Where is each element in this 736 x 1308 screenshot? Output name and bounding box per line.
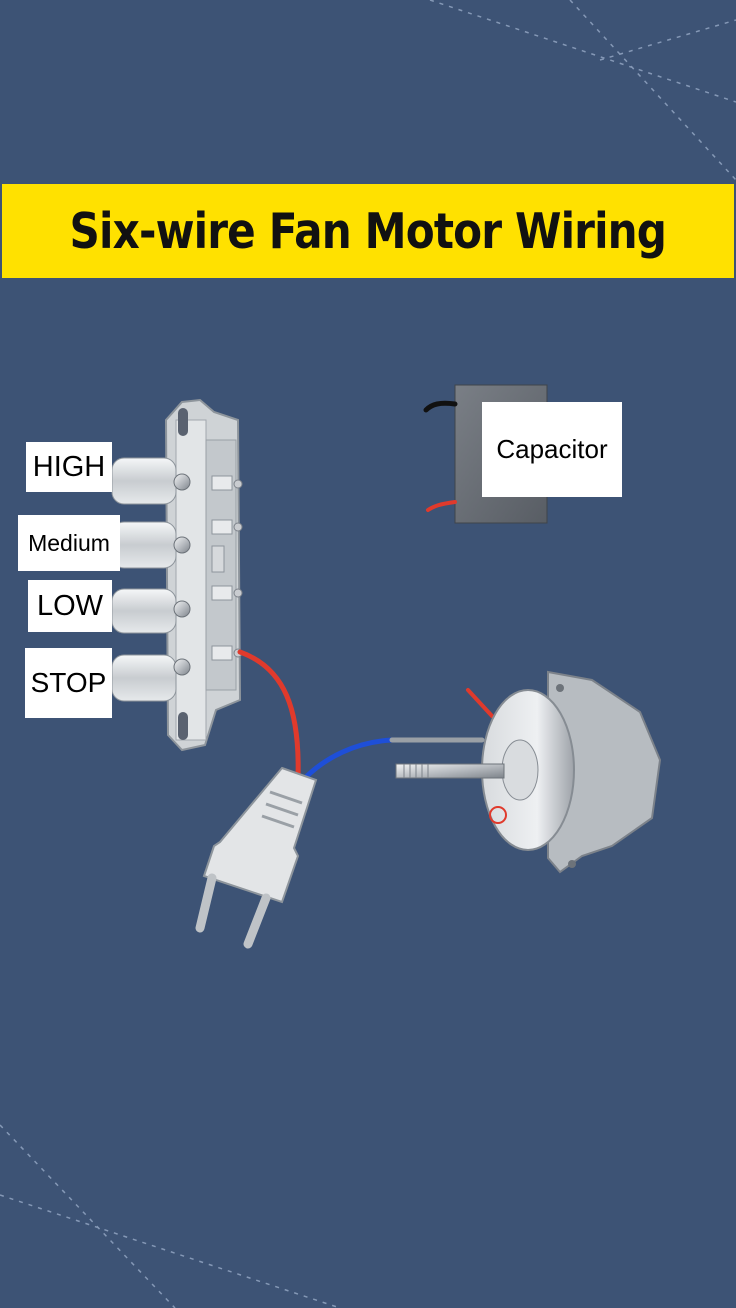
switch-panel-icon [111,398,243,752]
label-capacitor: Capacitor [482,402,622,497]
button-low-icon [111,588,191,634]
plug-icon [195,766,318,949]
button-stop-icon [111,654,191,702]
label-low: LOW [28,580,112,632]
page-title: Six-wire Fan Motor Wiring [69,202,667,260]
wires [237,649,494,781]
label-stop: STOP [25,648,112,718]
fan-motor-icon [395,670,662,874]
button-high-icon [111,457,191,505]
title-banner: Six-wire Fan Motor Wiring [2,184,734,278]
label-medium: Medium [18,515,120,571]
label-high: HIGH [26,442,112,492]
